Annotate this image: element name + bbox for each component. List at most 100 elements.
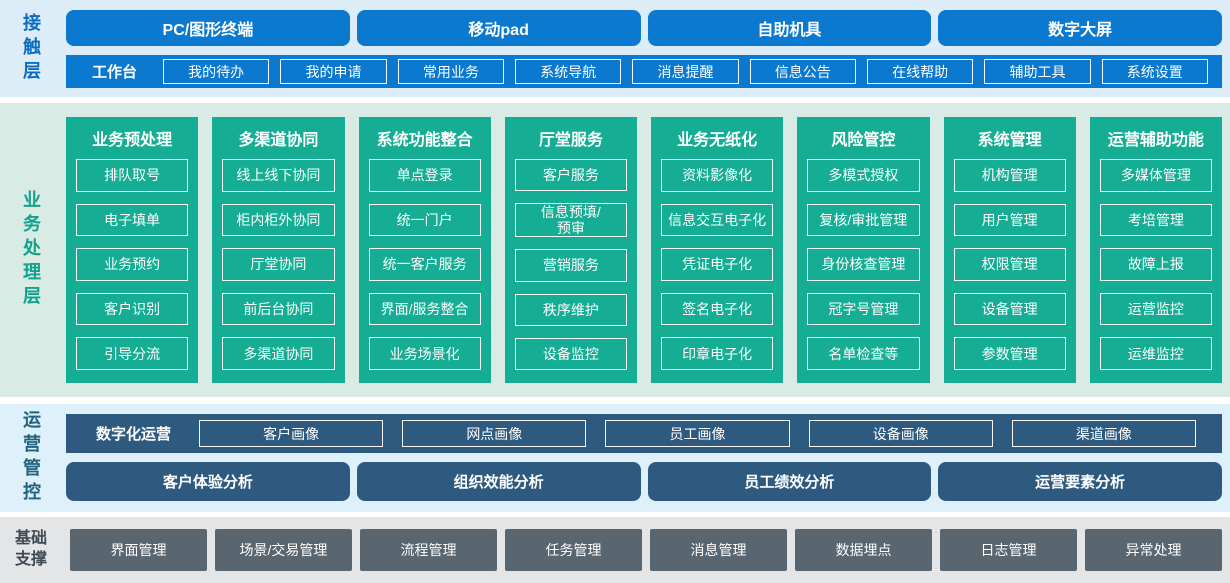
business-item: 单点登录 (368, 159, 481, 192)
foundation-item: 界面管理 (70, 529, 207, 571)
analysis-box: 客户体验分析 (66, 462, 350, 501)
business-column: 风险管控 多模式授权 复核/审批管理 身份核查管理 冠字号管理 名单检查等 (797, 117, 930, 383)
business-item: 权限管理 (953, 248, 1066, 281)
foundation-items: 界面管理 场景/交易管理 流程管理 任务管理 消息管理 数据埋点 日志管理 异常… (62, 517, 1230, 583)
business-item: 信息预填/ 预审 (514, 203, 627, 238)
business-column: 业务无纸化 资料影像化 信息交互电子化 凭证电子化 签名电子化 印章电子化 (651, 117, 784, 383)
business-item: 客户识别 (76, 292, 189, 326)
business-item: 营销服务 (514, 249, 627, 282)
business-layer-rail: 业务处理层 (0, 103, 62, 397)
business-item: 多模式授权 (807, 159, 920, 192)
business-column-items: 多媒体管理 考培管理 故障上报 运营监控 运维监控 (1099, 159, 1212, 370)
business-item: 冠字号管理 (807, 292, 920, 326)
contact-layer: 接触层 PC/图形终端 移动pad 自助机具 数字大屏 工作台 我的待 (0, 0, 1230, 97)
digital-ops-item: 渠道画像 (1011, 420, 1197, 447)
business-layer-label: 业务处理层 (21, 190, 41, 310)
business-item: 凭证电子化 (661, 248, 774, 281)
business-item: 签名电子化 (661, 292, 774, 326)
business-column-title: 厅堂服务 (538, 132, 603, 149)
business-item: 名单检查等 (807, 337, 920, 370)
analysis-box: 组织效能分析 (356, 462, 641, 501)
workbench-item: 在线帮助 (866, 59, 974, 84)
contact-layer-content: PC/图形终端 移动pad 自助机具 数字大屏 工作台 我的待办 我的申请 (62, 0, 1230, 97)
business-column-title: 系统功能整合 (376, 132, 473, 149)
business-item: 前后台协同 (222, 292, 335, 326)
business-column-title: 业务无纸化 (677, 132, 758, 149)
business-column: 系统功能整合 单点登录 统一门户 统一客户服务 界面/服务整合 业务场景化 (358, 117, 491, 383)
contact-layer-label: 接触层 (21, 12, 41, 85)
business-item: 故障上报 (1099, 248, 1212, 281)
workbench-item: 常用业务 (397, 59, 504, 84)
contact-layer-rail: 接触层 (0, 0, 62, 97)
workbench-item: 消息提醒 (632, 59, 739, 84)
business-item: 运营监控 (1099, 292, 1212, 326)
business-item: 印章电子化 (661, 337, 774, 370)
business-column-items: 客户服务 信息预填/ 预审 营销服务 秩序维护 设备监控 (514, 159, 627, 370)
business-item: 秩序维护 (514, 293, 627, 326)
workbench-item: 我的申请 (280, 59, 387, 84)
business-column: 多渠道协同 线上线下协同 柜内柜外协同 厅堂协同 前后台协同 多渠道协同 (212, 117, 345, 383)
business-item: 考培管理 (1099, 203, 1212, 237)
business-column-items: 单点登录 统一门户 统一客户服务 界面/服务整合 业务场景化 (368, 159, 481, 370)
foundation-item: 流程管理 (360, 529, 497, 571)
business-item: 统一门户 (368, 203, 481, 237)
analysis-box: 运营要素分析 (938, 462, 1222, 501)
business-item: 多媒体管理 (1099, 159, 1212, 192)
foundation-layer-rail: 基础支撑 (0, 517, 62, 583)
foundation-item: 任务管理 (505, 529, 642, 571)
foundation-item: 数据埋点 (795, 529, 932, 571)
business-item: 业务场景化 (368, 337, 481, 370)
business-column: 运营辅助功能 多媒体管理 考培管理 故障上报 运营监控 运维监控 (1089, 117, 1222, 383)
workbench-item: 系统设置 (1101, 59, 1208, 84)
business-item: 多渠道协同 (222, 337, 335, 370)
foundation-layer-label: 基础支撑 (14, 530, 47, 568)
business-column-items: 排队取号 电子填单 业务预约 客户识别 引导分流 (76, 159, 189, 370)
digital-ops-item: 客户画像 (199, 420, 384, 447)
business-column-title: 运营辅助功能 (1107, 132, 1204, 149)
business-item: 线上线下协同 (222, 159, 335, 192)
business-item: 运维监控 (1099, 337, 1212, 370)
analysis-row: 客户体验分析 组织效能分析 员工绩效分析 运营要素分析 (66, 462, 1222, 501)
business-item: 机构管理 (953, 159, 1066, 192)
business-column: 系统管理 机构管理 用户管理 权限管理 设备管理 参数管理 (943, 117, 1076, 383)
business-column: 业务预处理 排队取号 电子填单 业务预约 客户识别 引导分流 (66, 117, 199, 383)
business-column-title: 多渠道协同 (238, 132, 319, 149)
operations-layer: 运营管控 数字化运营 客户画像 网点画像 员工画像 设备画像 渠道画像 (0, 404, 1230, 512)
business-item: 设备管理 (953, 292, 1066, 326)
business-item: 电子填单 (76, 203, 189, 237)
business-column-title: 系统管理 (977, 132, 1042, 149)
foundation-layer: 基础支撑 界面管理 场景/交易管理 流程管理 任务管理 消息管理 数据埋点 日志… (0, 517, 1230, 583)
digital-ops-item: 网点画像 (402, 420, 587, 447)
foundation-item: 消息管理 (650, 529, 787, 571)
terminal-box: PC/图形终端 (66, 10, 350, 46)
foundation-item: 场景/交易管理 (215, 529, 352, 571)
operations-content: 数字化运营 客户画像 网点画像 员工画像 设备画像 渠道画像 (62, 404, 1230, 512)
digital-ops-bar: 数字化运营 客户画像 网点画像 员工画像 设备画像 渠道画像 (66, 414, 1222, 453)
business-columns: 业务预处理 排队取号 电子填单 业务预约 客户识别 引导分流 (62, 103, 1230, 397)
workbench-items: 我的待办 我的申请 常用业务 系统导航 消息提醒 信息公告 在线帮助 辅助工具 (163, 59, 1208, 84)
business-layer: 业务处理层 业务预处理 排队取号 电子填单 业务预约 客户 (0, 103, 1230, 397)
digital-ops-item: 设备画像 (808, 420, 993, 447)
business-item: 参数管理 (953, 337, 1066, 370)
business-item: 排队取号 (76, 159, 189, 192)
business-column-title: 业务预处理 (92, 132, 173, 149)
business-column-items: 多模式授权 复核/审批管理 身份核查管理 冠字号管理 名单检查等 (807, 159, 920, 370)
business-column: 厅堂服务 客户服务 信息预填/ 预审 营销服务 秩序维护 设备监控 (504, 117, 637, 383)
terminal-box: 数字大屏 (938, 10, 1222, 46)
business-item: 身份核查管理 (807, 248, 920, 281)
terminal-box: 移动pad (356, 10, 641, 46)
workbench-item: 辅助工具 (984, 59, 1091, 84)
analysis-box: 员工绩效分析 (647, 462, 932, 501)
workbench-label: 工作台 (92, 64, 138, 81)
business-item: 资料影像化 (661, 159, 774, 192)
workbench-bar: 工作台 我的待办 我的申请 常用业务 系统导航 消息提醒 信息公告 (66, 55, 1222, 88)
business-column-items: 机构管理 用户管理 权限管理 设备管理 参数管理 (953, 159, 1066, 370)
workbench-item: 我的待办 (163, 59, 270, 84)
terminal-box: 自助机具 (647, 10, 932, 46)
business-item: 统一客户服务 (368, 248, 481, 281)
business-item: 业务预约 (76, 248, 189, 281)
business-item: 界面/服务整合 (368, 292, 481, 326)
business-item: 客户服务 (514, 159, 627, 192)
digital-ops-label: 数字化运营 (96, 426, 172, 443)
